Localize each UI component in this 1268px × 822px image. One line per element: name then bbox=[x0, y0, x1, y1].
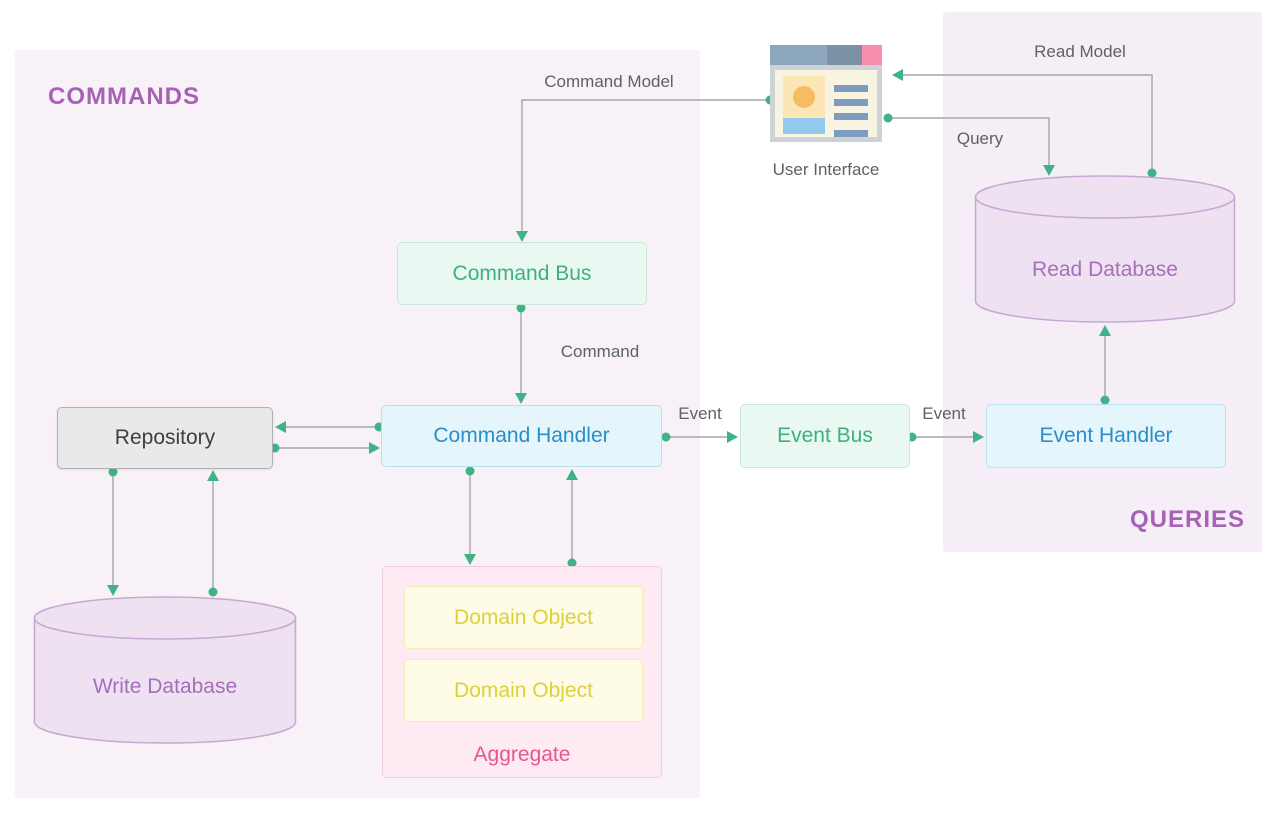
command-edge-label: Command bbox=[560, 342, 640, 361]
text-line bbox=[834, 99, 868, 106]
text-line bbox=[834, 85, 868, 92]
titlebar-segment bbox=[770, 45, 827, 65]
image-caption-block bbox=[783, 118, 825, 134]
aggregate-label: Aggregate bbox=[473, 743, 571, 766]
command-handler-node: Command Handler bbox=[381, 405, 662, 467]
command-bus-node: Command Bus bbox=[397, 242, 647, 305]
database-cylinder-shape bbox=[33, 596, 297, 744]
event-edge-label: Event bbox=[922, 404, 966, 423]
arrowhead-right bbox=[727, 431, 738, 443]
write-database-node: Write Database bbox=[33, 595, 297, 745]
domain-object-node: Domain Object bbox=[404, 659, 643, 722]
connector-dot bbox=[883, 113, 893, 123]
image-circle bbox=[793, 86, 815, 108]
event-handler-node: Event Handler bbox=[986, 404, 1226, 468]
titlebar-segment bbox=[827, 45, 862, 65]
aggregate-node: Domain Object Domain Object Aggregate bbox=[382, 566, 662, 778]
queries-panel-title: QUERIES bbox=[1130, 506, 1246, 533]
titlebar-segment-pink bbox=[862, 45, 882, 65]
arrowhead-left bbox=[892, 69, 903, 81]
commands-panel-title: COMMANDS bbox=[48, 83, 200, 110]
write-database-label: Write Database bbox=[92, 675, 238, 698]
read-model-edge-label: Read Model bbox=[1034, 42, 1126, 61]
text-line bbox=[834, 113, 868, 120]
query-edge-label: Query bbox=[956, 129, 1004, 148]
user-interface-label: User Interface bbox=[772, 160, 880, 179]
event-bus-node: Event Bus bbox=[740, 404, 910, 468]
read-database-node: Read Database bbox=[974, 174, 1236, 324]
repository-node: Repository bbox=[57, 407, 273, 469]
event-edge-label: Event bbox=[678, 404, 722, 423]
domain-object-node: Domain Object bbox=[404, 586, 643, 649]
read-database-label: Read Database bbox=[1032, 258, 1178, 281]
command-model-edge-label: Command Model bbox=[544, 72, 674, 91]
database-cylinder-shape bbox=[974, 175, 1236, 323]
browser-window-icon bbox=[770, 45, 882, 142]
browser-titlebar bbox=[770, 45, 882, 65]
image-placeholder bbox=[783, 76, 825, 118]
text-line bbox=[834, 130, 868, 137]
